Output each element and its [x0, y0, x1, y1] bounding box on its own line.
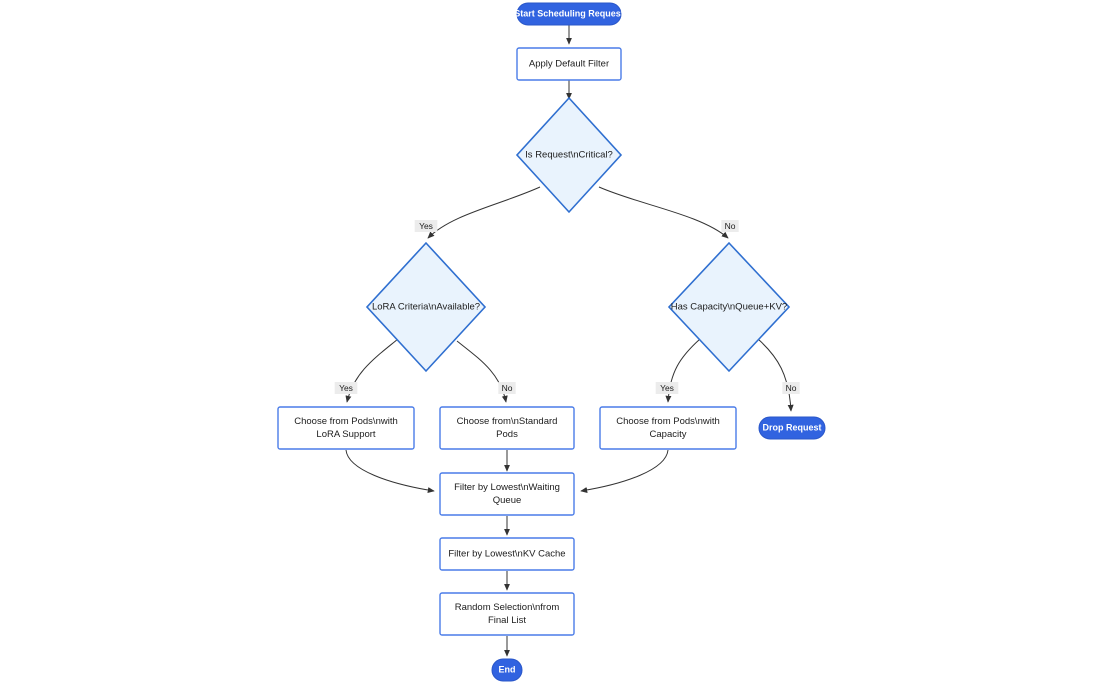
- edge-label-text: No: [725, 221, 736, 231]
- edge-label-has_capacity-yes: Yes: [655, 382, 679, 394]
- edge-label-background: [655, 382, 679, 394]
- terminal-shape: [491, 658, 523, 682]
- edge-label-background: [414, 220, 438, 232]
- node-is_request_critical[interactable]: Is Request\nCritical?: [515, 96, 623, 214]
- node-label: Is Request\nCritical?: [525, 150, 613, 161]
- node-label: Drop Request: [762, 422, 821, 432]
- process-shape: [439, 472, 575, 516]
- process-shape: [439, 537, 575, 571]
- edge-has_capacity-to-choose_capacity_pods: [665, 338, 701, 403]
- edges-layer: [345, 25, 794, 657]
- node-label: Apply Default Filter: [529, 59, 609, 70]
- node-label: End: [499, 664, 516, 674]
- edge-is_request_critical-to-has_capacity: [598, 186, 729, 239]
- edge-label-lora_criteria_available-no: No: [498, 382, 516, 394]
- node-label: Final List: [488, 615, 526, 626]
- edge-label-lora_criteria_available-yes: Yes: [334, 382, 358, 394]
- edge-label-text: No: [502, 383, 513, 393]
- process-shape: [516, 47, 622, 81]
- process-shape: [439, 592, 575, 636]
- node-label: LoRA Criteria\nAvailable?: [372, 302, 480, 313]
- decision-shape: [515, 96, 623, 214]
- edge-is_request_critical-to-lora_criteria_available: [427, 186, 541, 239]
- node-label: Filter by Lowest\nKV Cache: [448, 549, 565, 560]
- node-end[interactable]: End: [491, 658, 523, 682]
- edge-has_capacity-to-drop_request: [757, 338, 794, 412]
- node-has_capacity[interactable]: Has Capacity\nQueue+KV?: [667, 241, 791, 373]
- node-label: Pods: [496, 429, 518, 440]
- node-label: Choose from Pods\nwith: [294, 416, 398, 427]
- edge-label-text: Yes: [660, 383, 674, 393]
- node-label: LoRA Support: [316, 429, 376, 440]
- edge-label-has_capacity-no: No: [782, 382, 800, 394]
- edge-label-background: [721, 220, 739, 232]
- edge-label-background: [498, 382, 516, 394]
- edge-label-is_request_critical-yes: Yes: [414, 220, 438, 232]
- node-label: Queue: [493, 495, 522, 506]
- node-lora_criteria_available[interactable]: LoRA Criteria\nAvailable?: [365, 241, 487, 373]
- node-drop_request[interactable]: Drop Request: [758, 416, 826, 440]
- node-label: Random Selection\nfrom: [455, 602, 560, 613]
- node-label: Choose from Pods\nwith: [616, 416, 720, 427]
- terminal-shape: [758, 416, 826, 440]
- node-label: Start Scheduling Request: [514, 8, 624, 18]
- node-label: Capacity: [650, 429, 687, 440]
- edge-choose_capacity_pods-to-filter_waiting_queue: [580, 449, 669, 493]
- process-shape: [439, 406, 575, 450]
- decision-shape: [667, 241, 791, 373]
- terminal-shape: [516, 2, 622, 26]
- node-filter_kv_cache[interactable]: Filter by Lowest\nKV Cache: [439, 537, 575, 571]
- edge-label-background: [782, 382, 800, 394]
- process-shape: [277, 406, 415, 450]
- node-start[interactable]: Start Scheduling Request: [514, 2, 624, 26]
- node-label: Has Capacity\nQueue+KV?: [671, 302, 787, 313]
- decision-shape: [365, 241, 487, 373]
- node-label: Choose from\nStandard: [457, 416, 558, 427]
- edge-label-background: [334, 382, 358, 394]
- edge-label-text: No: [786, 383, 797, 393]
- edge-choose_lora_pods-to-filter_waiting_queue: [345, 449, 435, 493]
- node-label: Filter by Lowest\nWaiting: [454, 482, 560, 493]
- process-shape: [599, 406, 737, 450]
- edge-label-is_request_critical-no: No: [721, 220, 739, 232]
- node-apply_default_filter[interactable]: Apply Default Filter: [516, 47, 622, 81]
- edge-label-text: Yes: [419, 221, 433, 231]
- edge-label-text: Yes: [339, 383, 353, 393]
